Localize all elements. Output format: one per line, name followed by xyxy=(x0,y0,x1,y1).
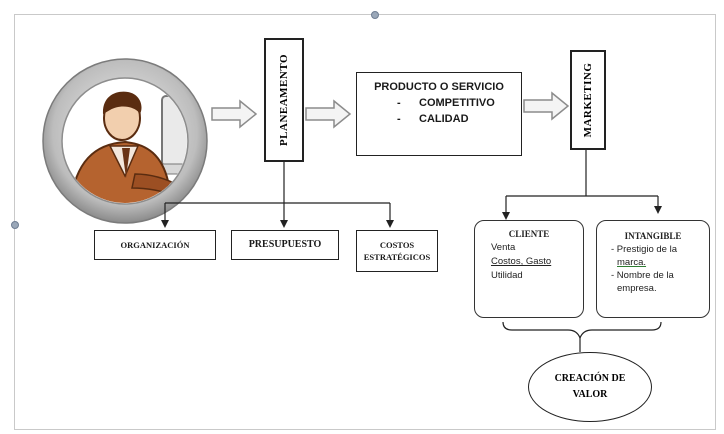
creacion-valor-ellipse: CREACIÓN DE VALOR xyxy=(528,352,652,422)
intangible-line: - Prestigio de la xyxy=(611,244,678,255)
marketing-label: MARKETING xyxy=(582,62,594,138)
cliente-line-venta: Venta xyxy=(491,242,516,253)
intangible-line: marca. xyxy=(617,257,647,268)
planeamento-box: PLANEAMENTO xyxy=(264,38,304,162)
producto-item-competitivo: COMPETITIVO xyxy=(419,97,495,109)
cliente-title: CLIENTE xyxy=(508,229,550,239)
intangible-line: empresa. xyxy=(617,283,657,294)
creacion-label-line1: CREACIÓN DE xyxy=(554,373,626,384)
producto-title: PRODUCTO O SERVICIO xyxy=(374,81,504,93)
costos-label-line2: ESTRATÉGICOS xyxy=(363,252,431,262)
producto-item: - CALIDAD xyxy=(357,113,521,125)
block-arrow-right-icon xyxy=(523,91,570,121)
producto-box: PRODUCTO O SERVICIO - COMPETITIVO - CALI… xyxy=(356,72,522,156)
planeamento-label: PLANEAMENTO xyxy=(278,53,290,147)
presupuesto-box: PRESUPUESTO xyxy=(231,230,339,260)
costos-box: COSTOS ESTRATÉGICOS xyxy=(356,230,438,272)
block-arrow-right-icon xyxy=(305,99,352,129)
producto-item: - COMPETITIVO xyxy=(357,97,521,109)
organizacion-label: ORGANIZACIÓN xyxy=(120,240,190,250)
cliente-box: CLIENTE Venta Costos, Gasto Utilidad xyxy=(474,220,584,318)
bullet: - xyxy=(397,113,401,125)
costos-label-line1: COSTOS xyxy=(379,240,415,250)
block-arrow-right-icon xyxy=(211,99,258,129)
organizacion-box: ORGANIZACIÓN xyxy=(94,230,216,260)
producto-item-calidad: CALIDAD xyxy=(419,113,469,125)
intangible-line: - Nombre de la xyxy=(611,270,674,281)
intangible-box: INTANGIBLE - Prestigio de la marca. - No… xyxy=(596,220,710,318)
cliente-line-utilidad: Utilidad xyxy=(491,270,523,281)
creacion-label-line2: VALOR xyxy=(572,389,608,400)
presupuesto-label: PRESUPUESTO xyxy=(248,239,322,250)
resize-handle-left[interactable] xyxy=(11,221,19,229)
marketing-box: MARKETING xyxy=(570,50,606,150)
cliente-line-costos: Costos, Gasto xyxy=(491,256,552,267)
intangible-title: INTANGIBLE xyxy=(624,231,682,241)
resize-handle-top[interactable] xyxy=(371,11,379,19)
bullet: - xyxy=(397,97,401,109)
businessman-at-computer-icon xyxy=(40,56,210,226)
